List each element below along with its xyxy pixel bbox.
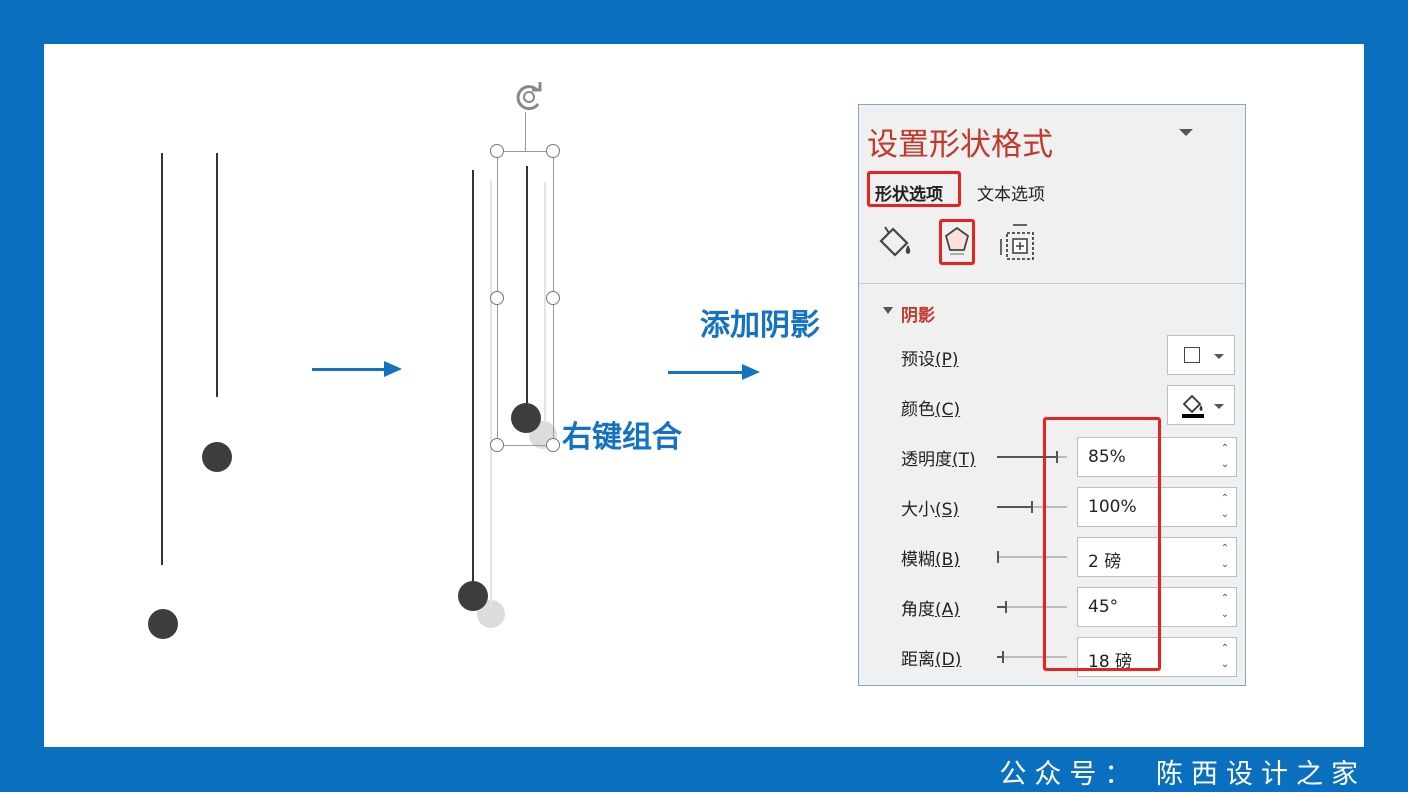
- distance-label-key: (D): [935, 650, 962, 670]
- angle-label: 角度(A): [901, 595, 960, 620]
- blur-slider[interactable]: [997, 556, 1067, 558]
- color-dropdown-button[interactable]: [1167, 385, 1235, 425]
- blur-label-key: (B): [935, 550, 960, 570]
- grouped-line-short[interactable]: [526, 166, 528, 410]
- color-label-text: 颜色: [901, 400, 935, 420]
- shadow-line-short: [544, 182, 546, 422]
- color-fill-icon: [1182, 394, 1204, 418]
- size-position-icon[interactable]: [999, 223, 1039, 263]
- panel-title: 设置形状格式: [867, 127, 1053, 163]
- preset-label: 预设(P): [901, 345, 959, 370]
- slider-thumb[interactable]: [1004, 601, 1007, 613]
- right-click-group-label: 右键组合: [562, 420, 682, 455]
- size-input[interactable]: 100% ⌃ ⌄: [1077, 487, 1237, 527]
- slider-fill: [997, 656, 1004, 658]
- shadow-section-title[interactable]: 阴影: [901, 306, 935, 326]
- rotate-stem: [525, 112, 526, 152]
- pendant-line-1[interactable]: [161, 153, 163, 565]
- panel-menu-dropdown-icon[interactable]: [1179, 129, 1193, 136]
- angle-value: 45°: [1088, 597, 1119, 617]
- spin-up-icon[interactable]: ⌃: [1220, 443, 1230, 454]
- transparency-label-key: (T): [952, 450, 976, 470]
- size-label: 大小(S): [901, 495, 959, 520]
- grouped-dot-long[interactable]: [458, 581, 488, 611]
- grouped-line-long[interactable]: [472, 170, 474, 582]
- color-label: 颜色(C): [901, 395, 960, 420]
- blur-input[interactable]: 2 磅 ⌃ ⌄: [1077, 537, 1237, 577]
- shadow-line-long: [490, 180, 492, 610]
- slider-thumb[interactable]: [997, 551, 1000, 563]
- tab-shape-options[interactable]: 形状选项: [875, 185, 943, 205]
- tab-text-options[interactable]: 文本选项: [977, 185, 1045, 205]
- distance-label: 距离(D): [901, 645, 961, 670]
- arrow-1-head: [384, 361, 402, 377]
- slider-fill: [997, 606, 1006, 608]
- slider-thumb[interactable]: [1002, 651, 1005, 663]
- highlight-shape-options: [867, 171, 961, 207]
- preset-label-text: 预设: [901, 350, 935, 370]
- chevron-down-icon: [1214, 354, 1224, 359]
- spin-up-icon[interactable]: ⌃: [1220, 643, 1230, 654]
- handle-bottom-left[interactable]: [490, 438, 504, 452]
- preset-label-key: (P): [935, 350, 959, 370]
- transparency-value: 85%: [1088, 447, 1126, 467]
- slider-thumb[interactable]: [1031, 501, 1033, 513]
- spin-down-icon[interactable]: ⌄: [1220, 509, 1230, 520]
- spin-down-icon[interactable]: ⌄: [1220, 659, 1230, 670]
- transparency-label-text: 透明度: [901, 450, 952, 470]
- color-label-key: (C): [935, 400, 961, 420]
- spin-up-icon[interactable]: ⌃: [1220, 543, 1230, 554]
- distance-label-text: 距离: [901, 650, 935, 670]
- rotate-handle-icon[interactable]: [509, 80, 551, 114]
- angle-label-text: 角度: [901, 600, 935, 620]
- footer-credit: 公众号： 陈西设计之家: [999, 759, 1366, 790]
- grouped-dot-short[interactable]: [511, 403, 541, 433]
- paint-bucket-icon[interactable]: [875, 223, 915, 261]
- handle-top-right[interactable]: [546, 144, 560, 158]
- distance-value: 18 磅: [1088, 652, 1133, 672]
- preset-dropdown-button[interactable]: [1167, 335, 1235, 375]
- transparency-label: 透明度(T): [901, 445, 976, 470]
- chevron-down-icon: [1214, 404, 1224, 409]
- spin-up-icon[interactable]: ⌃: [1220, 593, 1230, 604]
- blur-label: 模糊(B): [901, 545, 960, 570]
- arrow-2-shaft: [668, 371, 742, 374]
- add-shadow-label: 添加阴影: [700, 308, 820, 343]
- blur-value: 2 磅: [1088, 552, 1122, 572]
- handle-top-left[interactable]: [490, 144, 504, 158]
- spin-down-icon[interactable]: ⌄: [1220, 459, 1230, 470]
- pendant-line-2[interactable]: [216, 153, 218, 397]
- transparency-input[interactable]: 85% ⌃ ⌄: [1077, 437, 1237, 477]
- distance-slider[interactable]: [997, 656, 1067, 658]
- pendant-dot-1[interactable]: [148, 609, 178, 639]
- arrow-1-shaft: [312, 368, 384, 371]
- size-label-text: 大小: [901, 500, 935, 520]
- slider-fill: [997, 506, 1032, 508]
- pendant-dot-2[interactable]: [202, 442, 232, 472]
- arrow-2-head: [742, 364, 760, 380]
- angle-label-key: (A): [935, 600, 960, 620]
- icon-row-separator: [859, 283, 1245, 284]
- handle-mid-left[interactable]: [490, 291, 504, 305]
- slider-thumb[interactable]: [1055, 451, 1058, 463]
- format-shape-panel: 设置形状格式 形状选项 文本选项 阴影 预设(P) 颜色(C): [858, 104, 1246, 686]
- spin-up-icon[interactable]: ⌃: [1220, 493, 1230, 504]
- highlight-effects-icon: [939, 219, 975, 265]
- blur-label-text: 模糊: [901, 550, 935, 570]
- size-value: 100%: [1088, 497, 1137, 517]
- pentagon-icon[interactable]: [943, 224, 971, 260]
- handle-bottom-right[interactable]: [546, 438, 560, 452]
- spin-down-icon[interactable]: ⌄: [1220, 609, 1230, 620]
- handle-mid-right[interactable]: [546, 291, 560, 305]
- size-label-key: (S): [935, 500, 960, 520]
- collapse-triangle-icon[interactable]: [883, 307, 893, 314]
- square-icon: [1184, 347, 1200, 363]
- spin-down-icon[interactable]: ⌄: [1220, 559, 1230, 570]
- highlight-values: [1043, 417, 1161, 671]
- slider-fill: [997, 456, 1057, 458]
- angle-slider[interactable]: [997, 606, 1067, 608]
- angle-input[interactable]: 45° ⌃ ⌄: [1077, 587, 1237, 627]
